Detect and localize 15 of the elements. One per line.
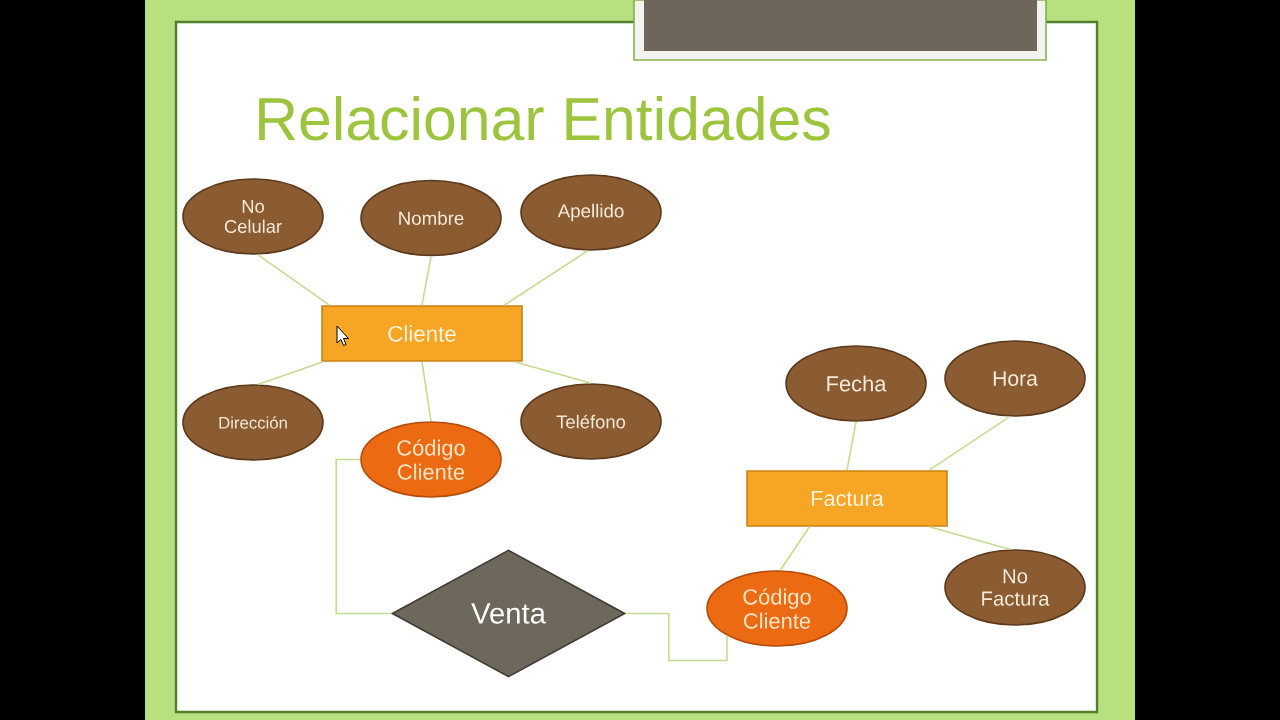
connector-line	[335, 458, 392, 615]
entity-box: Cliente	[321, 305, 523, 362]
connector-line	[421, 255, 432, 306]
connector-line	[256, 253, 331, 306]
title: Relacionar Entidades	[259, 95, 830, 141]
connector-line	[513, 361, 592, 384]
connector-line	[503, 249, 589, 306]
connector-line	[257, 361, 325, 386]
connector-line	[779, 526, 811, 572]
connector-line	[421, 361, 432, 422]
connector-line	[928, 415, 1011, 471]
connector-line	[928, 526, 1011, 551]
connector-line	[625, 612, 728, 662]
entity-box: Factura	[746, 470, 948, 527]
connector-line	[846, 421, 857, 471]
